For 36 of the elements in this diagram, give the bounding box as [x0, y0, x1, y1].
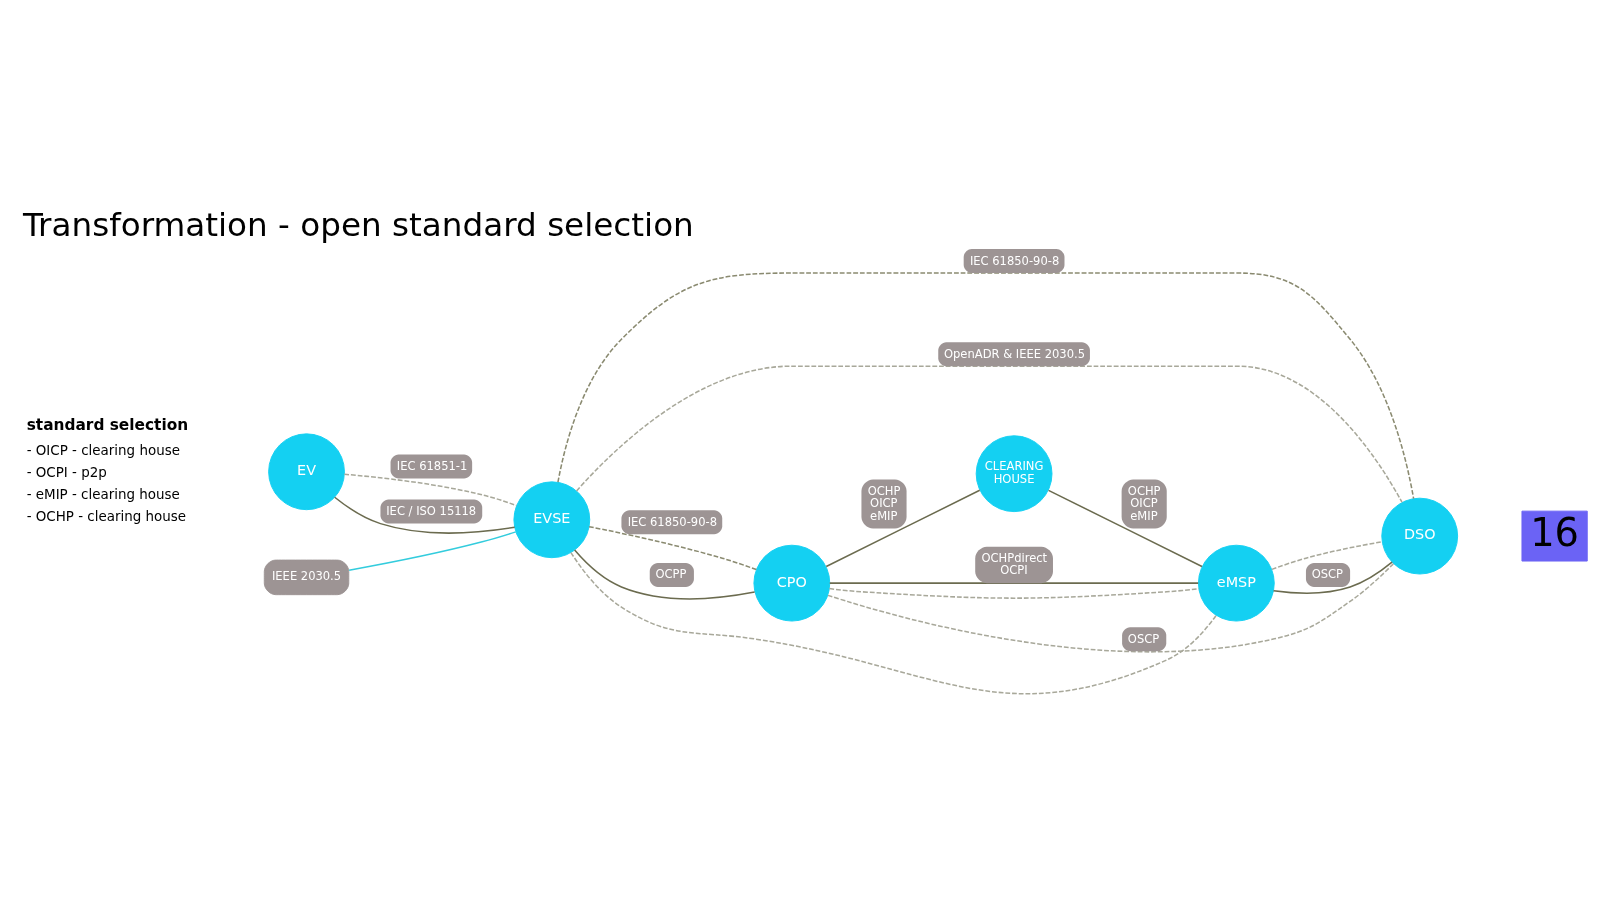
- connector: [573, 549, 756, 600]
- connector: [829, 582, 1199, 584]
- edge-label: IEC 61850-90-8: [627, 514, 717, 529]
- edge-label: OCPP: [655, 567, 687, 582]
- connector: [570, 551, 1217, 695]
- edge-label: OSCP: [1127, 631, 1160, 646]
- label: - OCPI - p2p: [26, 464, 107, 480]
- label: - OICP - clearing house: [26, 442, 180, 458]
- connector: [1047, 489, 1203, 568]
- node-circle: eMSP: [1197, 544, 1275, 622]
- node-circle: EV: [268, 433, 345, 511]
- edge-label: OCHP OICP eMIP: [867, 483, 901, 523]
- node-box: IEEE 2030.5: [263, 559, 350, 596]
- edge-label: OCHPdirect OCPI: [981, 550, 1048, 578]
- connector: [348, 531, 517, 572]
- connector: [1271, 541, 1383, 571]
- node-circle: DSO: [1381, 497, 1459, 575]
- connector: [825, 489, 981, 568]
- edge-label: IEC / ISO 15118: [386, 504, 477, 519]
- label: - OCHP - clearing house: [26, 508, 187, 524]
- edge-label: OCHP OICP eMIP: [1127, 483, 1161, 523]
- node-circle: CLEARING HOUSE: [975, 435, 1053, 513]
- edge-label: IEC 61851-1: [396, 458, 468, 473]
- label: standard selection: [26, 416, 189, 435]
- edge-label: IEC 61850-90-8: [969, 253, 1060, 268]
- label: - eMIP - clearing house: [26, 486, 180, 502]
- connector: [828, 587, 1200, 599]
- connector: [588, 525, 757, 571]
- diagram-title: Transformation - open standard selection: [22, 205, 694, 244]
- label: 16: [1530, 509, 1580, 555]
- connector: [557, 272, 1415, 500]
- connector: [575, 365, 1403, 503]
- node-circle: EVSE: [513, 481, 591, 559]
- edge-label: OSCP: [1311, 567, 1344, 582]
- node-circle: CPO: [753, 544, 831, 622]
- edge-label: OpenADR & IEEE 2030.5: [944, 346, 1085, 361]
